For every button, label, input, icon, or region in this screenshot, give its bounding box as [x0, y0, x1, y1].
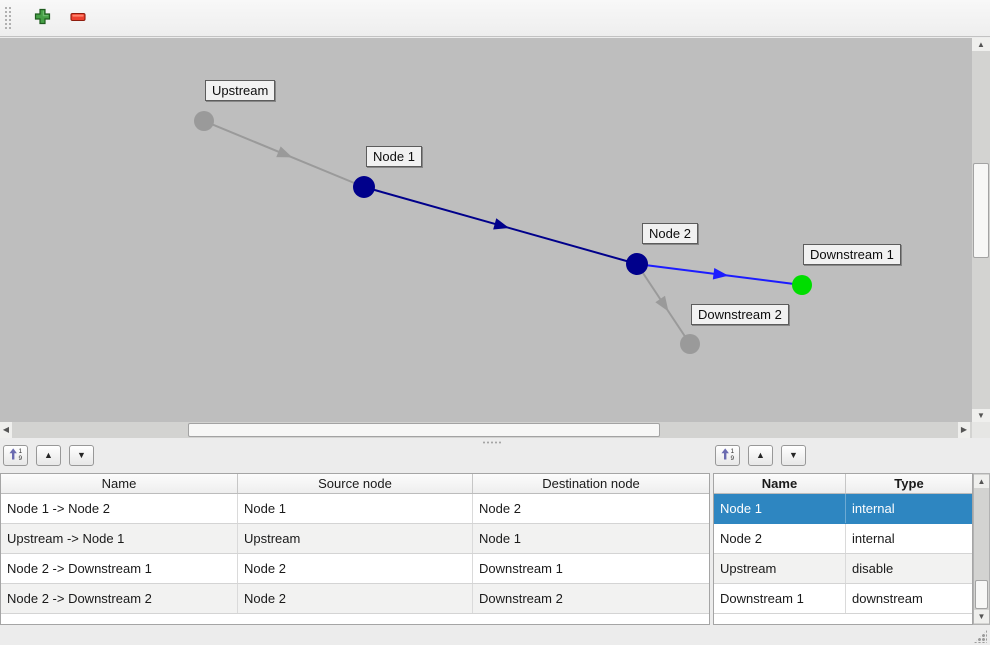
- horizontal-scrollbar-thumb[interactable]: [188, 423, 660, 437]
- move-up-icon: ▲: [756, 450, 765, 460]
- nodes-move-down-button[interactable]: ▼: [781, 445, 806, 466]
- node-label[interactable]: Downstream 2: [691, 304, 789, 325]
- svg-text:1: 1: [18, 448, 22, 455]
- nodes-move-up-button[interactable]: ▲: [748, 445, 773, 466]
- table-cell: Node 1 -> Node 2: [1, 494, 238, 523]
- graph-node[interactable]: [194, 111, 214, 131]
- splitter-handle-icon: [482, 441, 502, 444]
- nodes-table-scrollbar[interactable]: ▲ ▼: [973, 473, 990, 625]
- plus-icon: [34, 8, 51, 28]
- graph-node[interactable]: [680, 334, 700, 354]
- table-row[interactable]: Downstream 1 downstream: [714, 584, 972, 614]
- svg-text:9: 9: [18, 455, 22, 462]
- graph-svg: [194, 111, 812, 354]
- table-cell: Downstream 1: [479, 561, 563, 576]
- minus-icon: [70, 9, 86, 28]
- table-cell: Node 1: [479, 531, 521, 546]
- node-label[interactable]: Node 1: [366, 146, 422, 167]
- svg-text:1: 1: [730, 448, 734, 455]
- edge-arrow-icon: [712, 267, 729, 280]
- edges-move-up-button[interactable]: ▲: [36, 445, 61, 466]
- table-row[interactable]: Upstream disable: [714, 554, 972, 584]
- pane-splitter[interactable]: [0, 438, 990, 446]
- sort-ascending-icon: 1 9: [720, 446, 736, 465]
- table-cell: internal: [852, 501, 895, 516]
- edges-sort-button[interactable]: 1 9: [3, 445, 28, 466]
- edge-arrow-icon: [276, 146, 293, 158]
- toolbar: [0, 0, 990, 37]
- scroll-up-icon[interactable]: ▲: [974, 475, 989, 488]
- table-cell: Node 1: [714, 494, 846, 523]
- scroll-left-icon[interactable]: ◀: [0, 422, 12, 438]
- scroll-right-icon[interactable]: ▶: [958, 422, 970, 438]
- nodes-table-scrollbar-thumb[interactable]: [975, 580, 988, 609]
- scroll-down-icon[interactable]: ▼: [974, 610, 989, 623]
- graph-node[interactable]: [792, 275, 812, 295]
- table-cell: Upstream: [714, 554, 846, 583]
- graph-node[interactable]: [353, 176, 375, 198]
- vertical-scrollbar-thumb[interactable]: [973, 163, 989, 258]
- table-cell: downstream: [852, 591, 923, 606]
- table-cell: Upstream: [238, 524, 473, 553]
- column-header[interactable]: Type: [894, 476, 924, 491]
- column-header[interactable]: Destination node: [542, 476, 640, 491]
- edge-arrow-icon: [655, 295, 669, 312]
- node-label[interactable]: Upstream: [205, 80, 276, 101]
- sort-ascending-icon: 1 9: [8, 446, 24, 465]
- add-button[interactable]: [27, 3, 57, 33]
- node-label[interactable]: Node 2: [642, 223, 698, 244]
- table-row[interactable]: Node 2 internal: [714, 524, 972, 554]
- table-row[interactable]: Node 1 internal: [714, 494, 972, 524]
- scroll-up-icon[interactable]: ▲: [972, 38, 990, 51]
- remove-button[interactable]: [63, 3, 93, 33]
- move-down-icon: ▼: [789, 450, 798, 460]
- canvas-vertical-scrollbar[interactable]: ▲ ▼: [972, 38, 990, 422]
- svg-text:9: 9: [730, 455, 734, 462]
- node-label[interactable]: Downstream 1: [803, 244, 901, 265]
- move-up-icon: ▲: [44, 450, 53, 460]
- column-header[interactable]: Source node: [238, 474, 473, 493]
- table-cell: Node 2 -> Downstream 2: [1, 584, 238, 613]
- table-cell: Node 2: [479, 501, 521, 516]
- scrollbar-corner: [972, 422, 990, 438]
- table-cell: Downstream 1: [714, 584, 846, 613]
- graph-node[interactable]: [626, 253, 648, 275]
- table-cell: disable: [852, 561, 894, 576]
- window-resize-grip[interactable]: [974, 630, 987, 643]
- table-cell: internal: [852, 531, 895, 546]
- status-bar: [0, 627, 990, 645]
- edge-arrow-icon: [493, 218, 510, 230]
- column-header[interactable]: Name: [1, 474, 238, 493]
- nodes-sort-button[interactable]: 1 9: [715, 445, 740, 466]
- table-cell: Upstream -> Node 1: [1, 524, 238, 553]
- toolbar-drag-handle[interactable]: [4, 6, 13, 30]
- edges-move-down-button[interactable]: ▼: [69, 445, 94, 466]
- table-cell: Node 2 -> Downstream 1: [1, 554, 238, 583]
- table-cell: Node 2: [238, 584, 473, 613]
- canvas-horizontal-scrollbar[interactable]: ◀ ▶: [0, 422, 972, 438]
- scroll-down-icon[interactable]: ▼: [972, 409, 990, 422]
- table-cell: Node 1: [238, 494, 473, 523]
- column-header[interactable]: Name: [714, 474, 846, 493]
- move-down-icon: ▼: [77, 450, 86, 460]
- table-cell: Node 2: [238, 554, 473, 583]
- table-header: Name Type: [714, 474, 972, 494]
- table-cell: Downstream 2: [479, 591, 563, 606]
- table-cell: Node 2: [714, 524, 846, 553]
